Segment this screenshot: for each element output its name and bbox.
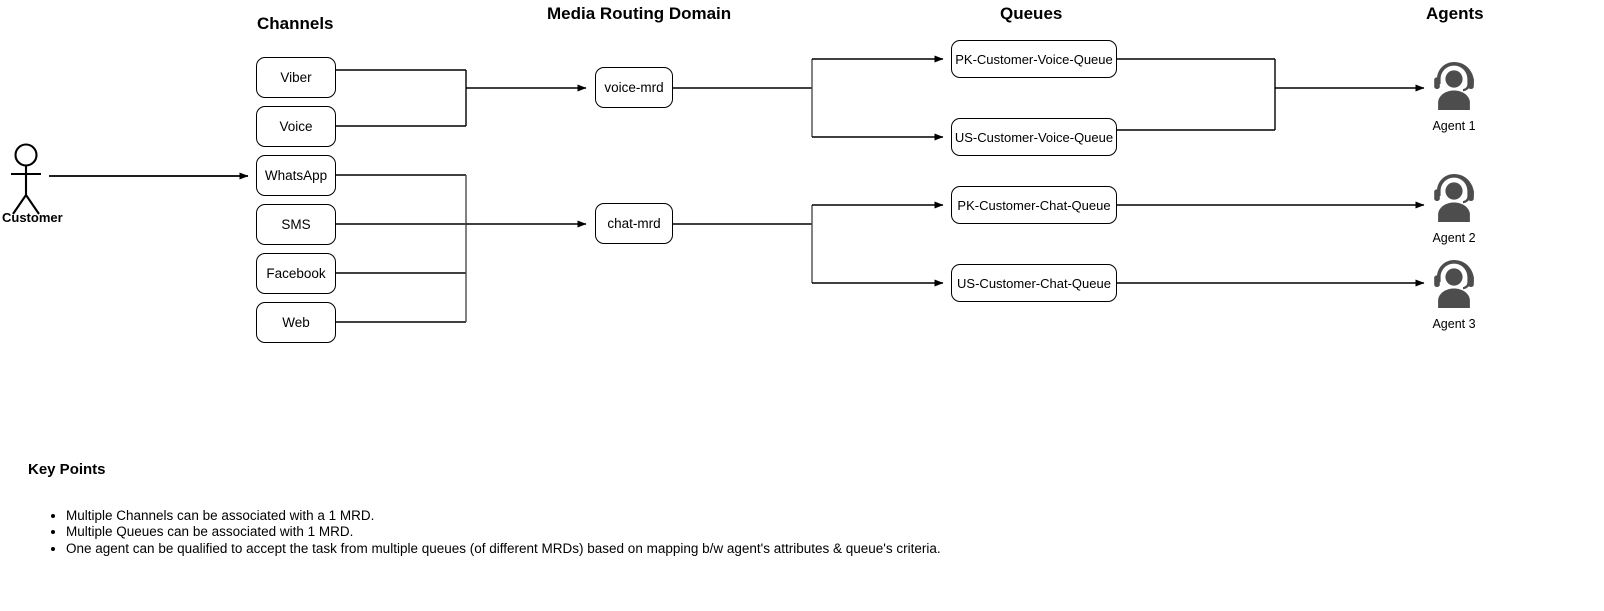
agent-label-2: Agent 2 (1432, 231, 1476, 245)
queue-node-pk-customer-voice-queue[interactable]: PK-Customer-Voice-Queue (951, 40, 1117, 78)
headset-agent-icon (1434, 62, 1474, 110)
queue-node-pk-customer-chat-queue[interactable]: PK-Customer-Chat-Queue (951, 186, 1117, 224)
channel-node-whatsapp[interactable]: WhatsApp (256, 155, 336, 196)
customer-label: Customer (2, 210, 63, 225)
agent-label-3: Agent 3 (1432, 317, 1476, 331)
column-header-media-routing-domain: Media Routing Domain (547, 4, 732, 23)
agent-label-1: Agent 1 (1432, 119, 1476, 133)
edge-group-chat-mrd-to-queues (673, 201, 944, 287)
edge-group-voice-queues-to-agent1 (1117, 58, 1425, 131)
key-point-item: Multiple Channels can be associated with… (66, 508, 941, 524)
edge-group-voice-channels (336, 69, 587, 127)
customer-icon (11, 143, 41, 215)
key-point-item: Multiple Queues can be associated with 1… (66, 524, 941, 540)
channel-node-voice[interactable]: Voice (256, 106, 336, 147)
key-point-item: One agent can be qualified to accept the… (66, 541, 941, 557)
queue-node-us-customer-voice-queue[interactable]: US-Customer-Voice-Queue (951, 118, 1117, 156)
headset-agent-icon (1434, 174, 1474, 222)
mrd-node-voice-mrd[interactable]: voice-mrd (595, 67, 673, 108)
key-points-title: Key Points (28, 461, 106, 478)
column-header-channels: Channels (257, 14, 334, 33)
column-header-queues: Queues (1000, 4, 1063, 23)
channel-node-sms[interactable]: SMS (256, 204, 336, 245)
key-points-list: Multiple Channels can be associated with… (44, 508, 941, 557)
channel-node-viber[interactable]: Viber (256, 57, 336, 98)
edge-group-voice-mrd-to-queues (673, 55, 944, 141)
headset-agent-icon (1434, 260, 1474, 308)
channel-node-facebook[interactable]: Facebook (256, 253, 336, 294)
column-header-agents: Agents (1426, 4, 1484, 23)
channel-node-web[interactable]: Web (256, 302, 336, 343)
edge-group-chat-channels (336, 174, 587, 323)
mrd-node-chat-mrd[interactable]: chat-mrd (595, 203, 673, 244)
queue-node-us-customer-chat-queue[interactable]: US-Customer-Chat-Queue (951, 264, 1117, 302)
